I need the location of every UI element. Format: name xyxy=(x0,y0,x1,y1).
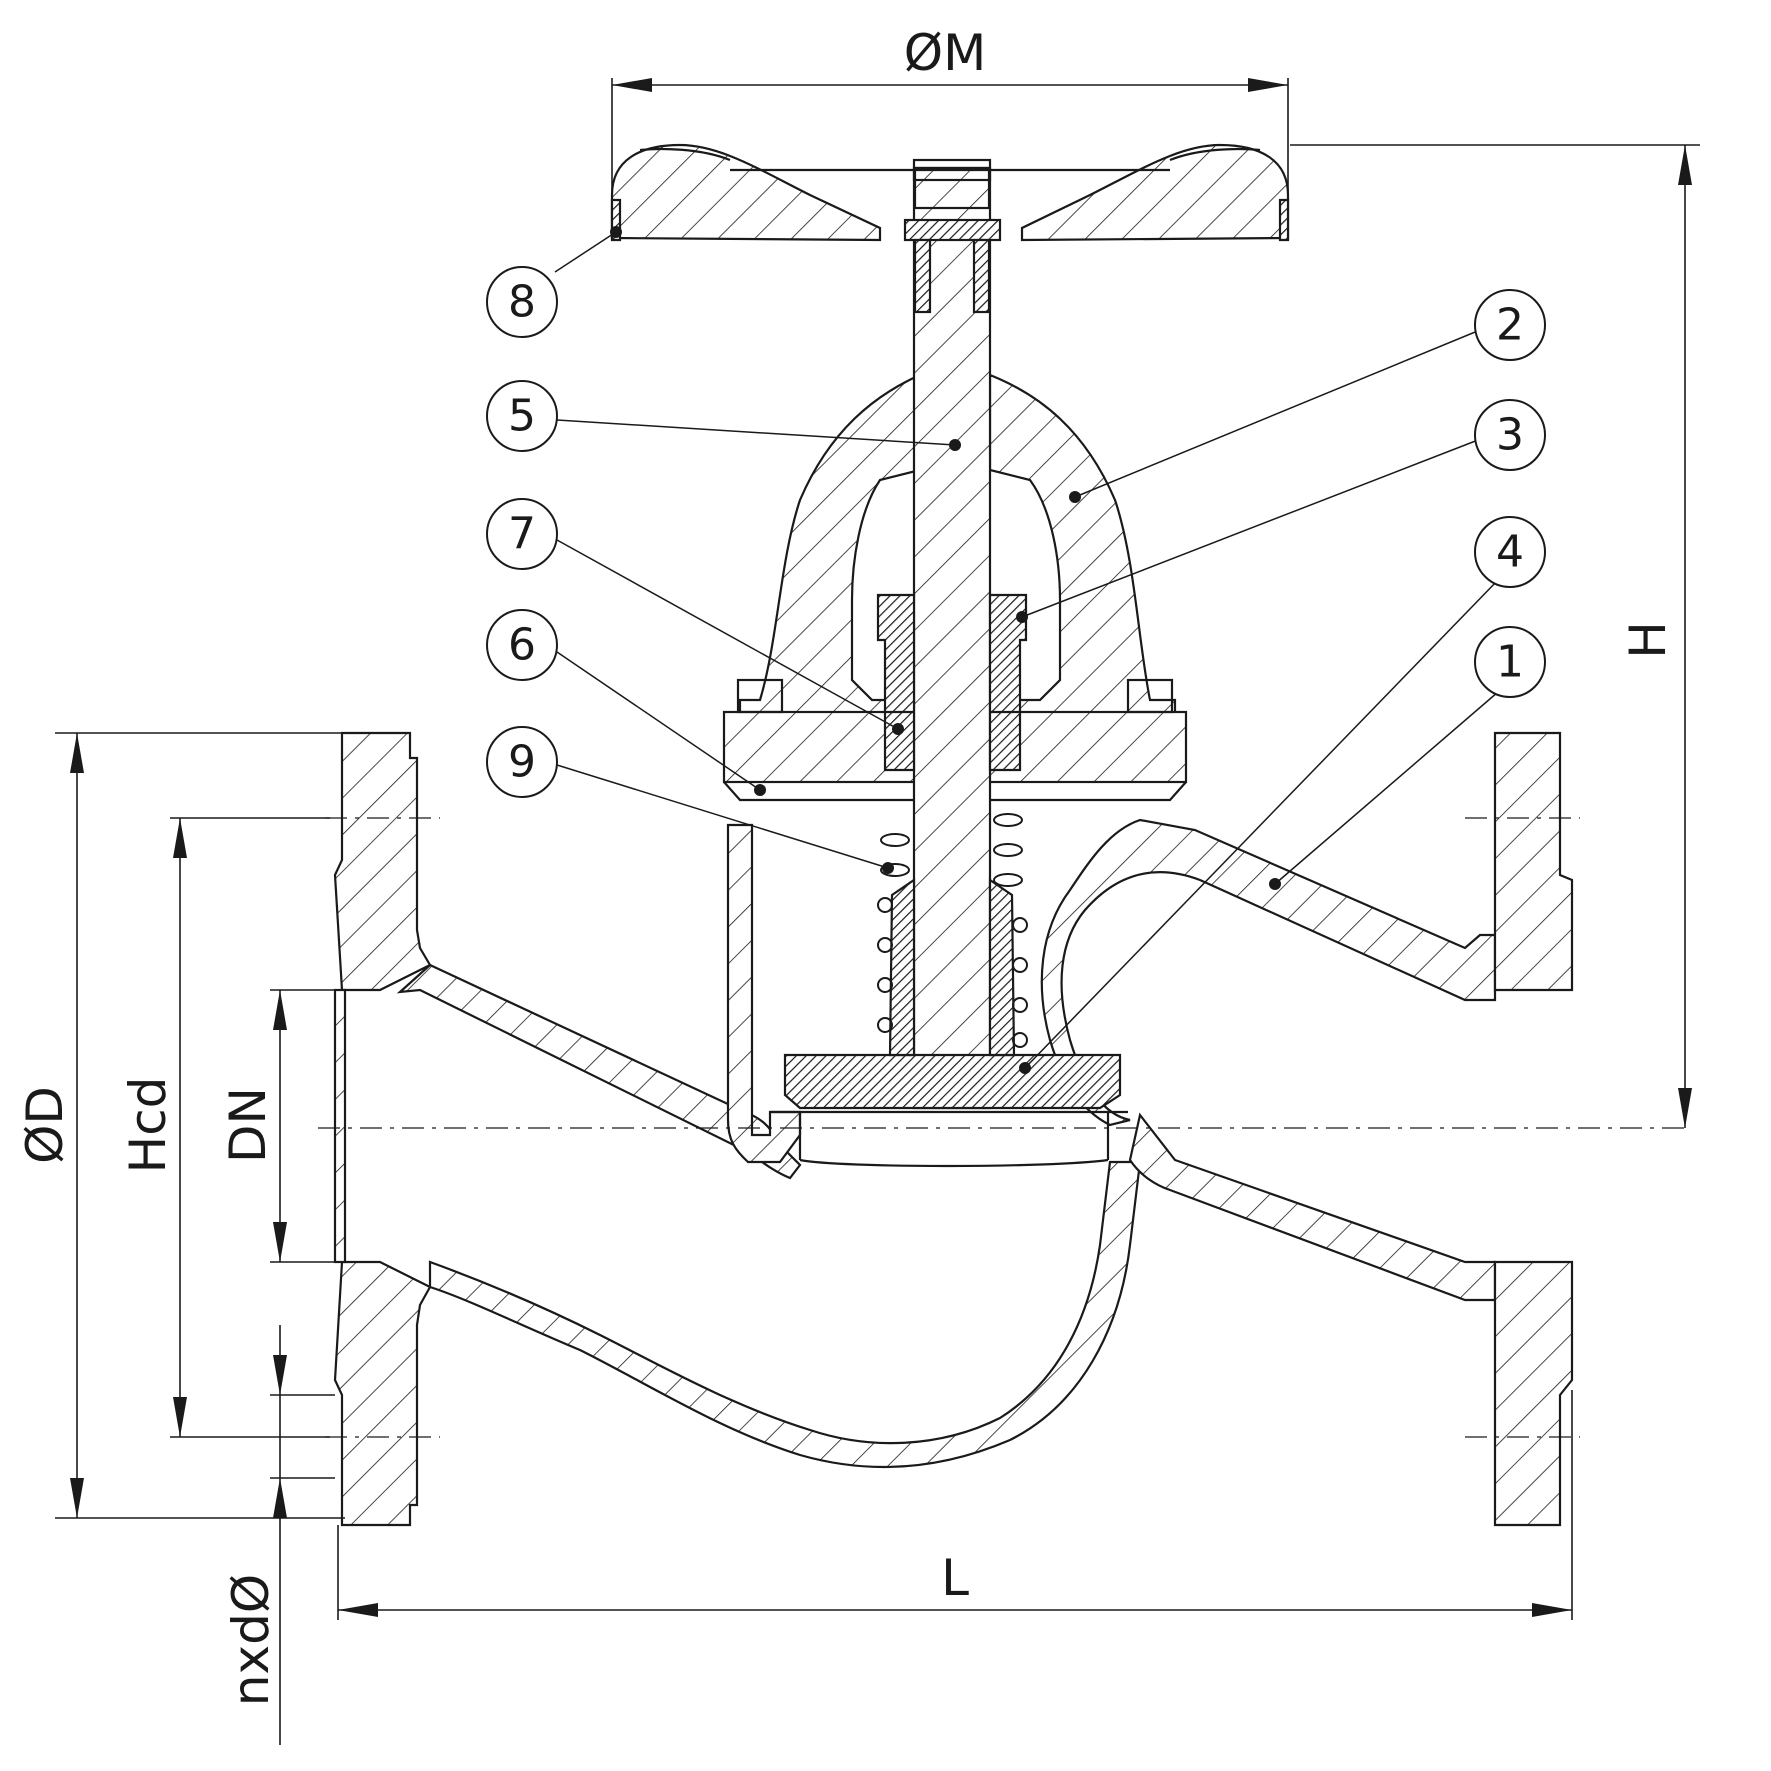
stem xyxy=(912,158,992,1110)
balloon-9-label: 9 xyxy=(508,737,536,788)
balloon-7-label: 7 xyxy=(508,509,536,560)
balloon-2: 2 xyxy=(1474,289,1546,361)
balloon-4-label: 4 xyxy=(1496,527,1524,578)
leader-lines xyxy=(554,226,1499,1074)
balloon-1: 1 xyxy=(1474,626,1546,698)
valve-body xyxy=(333,731,1574,1527)
disc xyxy=(783,877,1122,1110)
dim-height: H xyxy=(1619,621,1677,659)
balloon-4: 4 xyxy=(1474,516,1546,588)
balloon-7: 7 xyxy=(486,498,558,570)
balloon-3: 3 xyxy=(1474,399,1546,471)
handwheel xyxy=(610,143,1290,314)
balloon-5-label: 5 xyxy=(508,391,536,442)
dim-flange-diameter: ØD xyxy=(16,1086,74,1164)
balloon-9: 9 xyxy=(486,726,558,798)
balloon-1-label: 1 xyxy=(1496,637,1524,688)
center-lines xyxy=(318,817,1690,1438)
balloon-3-label: 3 xyxy=(1496,410,1524,461)
dim-nominal-diameter: DN xyxy=(219,1087,277,1163)
spring xyxy=(877,813,1028,1048)
balloon-6: 6 xyxy=(486,609,558,681)
dimension-lines xyxy=(55,78,1700,1745)
dim-length: L xyxy=(941,1549,969,1607)
dim-bolt-holes: nxdØ xyxy=(222,1574,280,1706)
balloon-6-label: 6 xyxy=(508,620,536,671)
dim-handwheel-diameter: ØM xyxy=(904,24,987,82)
balloon-8-label: 8 xyxy=(508,277,536,328)
dim-bolt-circle: Hcd xyxy=(119,1077,177,1174)
balloon-8: 8 xyxy=(486,266,558,338)
balloon-5: 5 xyxy=(486,380,558,452)
gland-packing xyxy=(876,593,1028,772)
balloon-2-label: 2 xyxy=(1496,300,1524,351)
